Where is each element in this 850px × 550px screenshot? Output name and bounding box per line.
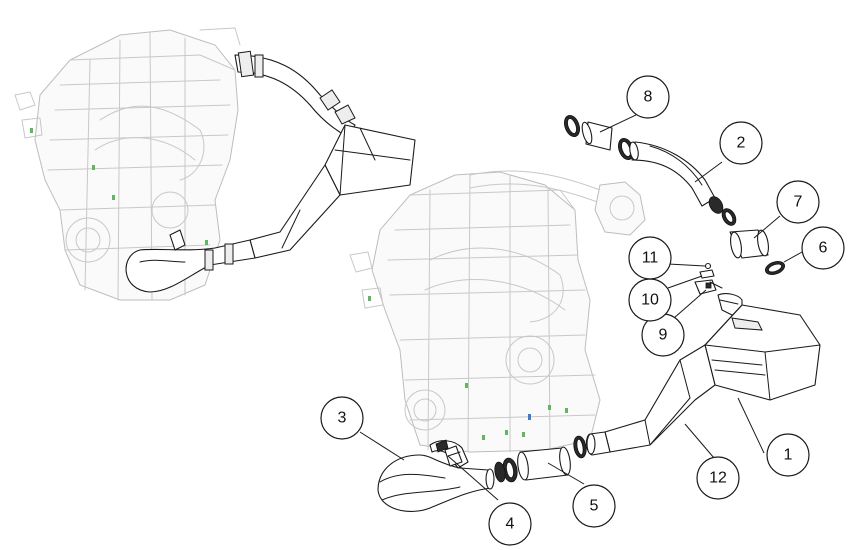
callout-label-8: 8 (644, 89, 653, 106)
callout-label-11: 11 (642, 250, 659, 267)
callout-11: 11 (628, 236, 672, 280)
callout-label-6: 6 (819, 240, 828, 257)
part-9-10-11-sensor-assembly (694, 262, 723, 295)
callout-label-10: 10 (641, 292, 659, 309)
callout-2: 2 (719, 121, 763, 165)
exploded-engine-block (349, 170, 646, 453)
part-5-coupler-sleeve (494, 446, 571, 483)
left-assembled-intercooler-system (125, 50, 416, 293)
leader-12 (684, 423, 715, 459)
callout-3: 3 (320, 396, 364, 440)
leader-11 (667, 263, 706, 267)
leader-1 (737, 397, 765, 454)
leader-4 (447, 455, 499, 501)
leader-9 (673, 289, 707, 319)
part-4-clamp (444, 445, 463, 467)
leader-10 (667, 275, 703, 289)
callout-label-1: 1 (784, 447, 793, 464)
callout-label-12: 12 (709, 470, 727, 487)
leader-3 (359, 431, 405, 461)
leader-lines (359, 114, 803, 501)
callout-label-3: 3 (338, 410, 347, 427)
leader-5 (547, 462, 585, 485)
part-8-clamp-and-coupler (564, 114, 634, 161)
callout-1: 1 (766, 433, 810, 477)
callout-label-4: 4 (506, 516, 515, 533)
callout-5: 5 (572, 484, 616, 528)
callout-12: 12 (696, 456, 740, 500)
leader-6 (783, 251, 803, 263)
callout-6: 6 (801, 226, 845, 270)
part-2-upper-pipe (629, 141, 737, 226)
part-7-coupler-sleeve (729, 229, 769, 259)
callout-10: 10 (628, 278, 672, 322)
part-lower-couplers (573, 431, 611, 459)
callout-7: 7 (776, 180, 820, 224)
callout-label-9: 9 (659, 327, 668, 344)
part-1-intercooler (604, 293, 821, 453)
assembled-reference-view (14, 27, 416, 301)
leader-8 (599, 114, 637, 133)
callout-8: 8 (626, 75, 670, 119)
callout-label-7: 7 (794, 194, 803, 211)
callout-label-5: 5 (590, 498, 599, 515)
part-6-hose-clamp (764, 261, 786, 275)
leader-2 (694, 161, 723, 183)
callout-label-2: 2 (737, 135, 746, 152)
leader-7 (753, 215, 781, 239)
callout-4: 4 (488, 502, 532, 546)
